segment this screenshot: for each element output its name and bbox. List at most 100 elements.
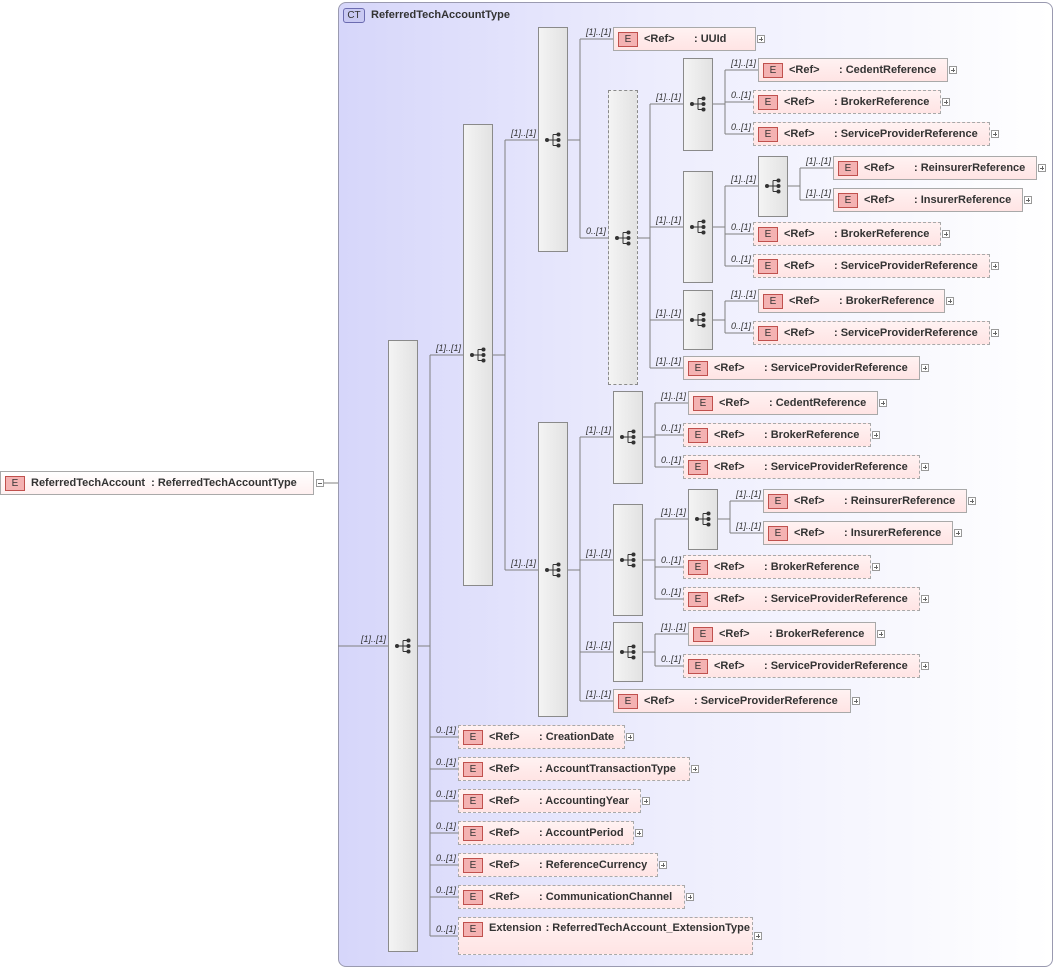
expand-icon[interactable] <box>921 463 929 471</box>
element-service-provider-6[interactable]: E<Ref>: ServiceProviderReference <box>683 587 920 611</box>
element-type-label: : ServiceProviderReference <box>834 128 978 140</box>
expand-icon[interactable] <box>921 595 929 603</box>
element-type-label: : BrokerReference <box>764 561 860 573</box>
element-uuid[interactable]: E<Ref>: UUId <box>613 27 756 51</box>
element-reinsurer-2[interactable]: E<Ref>: ReinsurerReference <box>763 489 967 513</box>
expand-icon[interactable] <box>879 399 887 407</box>
expand-icon[interactable] <box>942 98 950 106</box>
element-creation-date[interactable]: E<Ref>: CreationDate <box>458 725 625 749</box>
expand-icon[interactable] <box>1038 164 1046 172</box>
expand-icon[interactable] <box>872 563 880 571</box>
expand-icon[interactable] <box>757 35 765 43</box>
cardinality-label: 0..[1] <box>731 90 752 100</box>
expand-icon[interactable] <box>991 262 999 270</box>
expand-icon[interactable] <box>659 861 667 869</box>
element-account-period[interactable]: E<Ref>: AccountPeriod <box>458 821 634 845</box>
element-type-label: : CedentReference <box>769 397 867 409</box>
element-ref-label: <Ref> <box>714 362 745 374</box>
element-ref-label: <Ref> <box>489 763 520 775</box>
element-service-provider-2[interactable]: E<Ref>: ServiceProviderReference <box>753 254 990 278</box>
expand-icon[interactable] <box>1024 196 1032 204</box>
expand-icon[interactable] <box>872 431 880 439</box>
element-service-provider-8[interactable]: E<Ref>: ServiceProviderReference <box>613 689 851 713</box>
cardinality-label: [1]..[1] <box>731 174 757 184</box>
root-element-type: : ReferredTechAccountType <box>151 477 297 489</box>
element-broker-1[interactable]: E<Ref>: BrokerReference <box>753 90 941 114</box>
element-badge-icon: E <box>758 226 778 242</box>
element-badge-icon: E <box>763 293 783 309</box>
element-broker-3[interactable]: E<Ref>: BrokerReference <box>758 289 945 313</box>
cardinality-label: 0..[1] <box>661 654 682 664</box>
element-badge-icon: E <box>758 258 778 274</box>
sequence-icon <box>620 644 636 660</box>
expand-icon[interactable] <box>877 630 885 638</box>
expand-icon[interactable] <box>852 697 860 705</box>
cardinality-label: 0..[1] <box>731 321 752 331</box>
cardinality-label: [1]..[1] <box>361 634 387 644</box>
element-type-label: : ServiceProviderReference <box>694 695 838 707</box>
element-accounting-year[interactable]: E<Ref>: AccountingYear <box>458 789 641 813</box>
element-broker-6[interactable]: E<Ref>: BrokerReference <box>688 622 876 646</box>
cardinality-label: 0..[1] <box>436 885 457 895</box>
element-insurer-1[interactable]: E<Ref>: InsurerReference <box>833 188 1023 212</box>
element-ref-label: <Ref> <box>644 695 675 707</box>
element-ref-label: <Ref> <box>789 295 820 307</box>
cardinality-label: [1]..[1] <box>806 188 832 198</box>
element-service-provider-3[interactable]: E<Ref>: ServiceProviderReference <box>753 321 990 345</box>
expand-icon[interactable] <box>991 130 999 138</box>
cardinality-label: 0..[1] <box>661 455 682 465</box>
cardinality-label: 0..[1] <box>436 924 457 934</box>
expand-icon[interactable] <box>642 797 650 805</box>
expand-icon[interactable] <box>754 932 762 940</box>
element-badge-icon: E <box>463 889 483 905</box>
element-badge-icon: E <box>688 559 708 575</box>
element-broker-4[interactable]: E<Ref>: BrokerReference <box>683 423 871 447</box>
element-ref-label: <Ref> <box>644 33 675 45</box>
element-reference-currency[interactable]: E<Ref>: ReferenceCurrency <box>458 853 658 877</box>
element-insurer-2[interactable]: E<Ref>: InsurerReference <box>763 521 953 545</box>
expand-icon[interactable] <box>691 765 699 773</box>
element-cedent-2[interactable]: E<Ref>: CedentReference <box>688 391 878 415</box>
cardinality-label: 0..[1] <box>731 222 752 232</box>
element-ref-label: <Ref> <box>714 561 745 573</box>
element-ref-label: <Ref> <box>784 128 815 140</box>
element-badge-icon: E <box>693 395 713 411</box>
element-account-transaction-type[interactable]: E<Ref>: AccountTransactionType <box>458 757 690 781</box>
expand-icon[interactable] <box>686 893 694 901</box>
expand-icon[interactable] <box>921 662 929 670</box>
element-broker-5[interactable]: E <Ref> : BrokerReference <box>683 555 871 579</box>
cardinality-label: [1]..[1] <box>656 92 682 102</box>
element-cedent-1[interactable]: E<Ref>: CedentReference <box>758 58 948 82</box>
element-badge-icon: E <box>693 626 713 642</box>
collapse-icon[interactable] <box>316 479 324 487</box>
cardinality-label: [1]..[1] <box>586 640 612 650</box>
expand-icon[interactable] <box>921 364 929 372</box>
cardinality-label: 0..[1] <box>436 789 457 799</box>
element-communication-channel[interactable]: E<Ref>: CommunicationChannel <box>458 885 685 909</box>
expand-icon[interactable] <box>949 66 957 74</box>
cardinality-label: [1]..[1] <box>656 308 682 318</box>
seq-a2-c2-sequence[interactable] <box>613 504 643 616</box>
expand-icon[interactable] <box>626 733 634 741</box>
element-service-provider-4[interactable]: E<Ref>: ServiceProviderReference <box>683 356 920 380</box>
cardinality-label: [1]..[1] <box>511 128 537 138</box>
sequence-icon <box>620 429 636 445</box>
cardinality-label: [1]..[1] <box>806 156 832 166</box>
cardinality-label: [1]..[1] <box>736 489 762 499</box>
expand-icon[interactable] <box>954 529 962 537</box>
sequence-icon <box>620 552 636 568</box>
expand-icon[interactable] <box>991 329 999 337</box>
element-broker-2[interactable]: E<Ref>: BrokerReference <box>753 222 941 246</box>
expand-icon[interactable] <box>946 297 954 305</box>
expand-icon[interactable] <box>942 230 950 238</box>
element-badge-icon: E <box>463 857 483 873</box>
element-type-label: : ServiceProviderReference <box>764 461 908 473</box>
element-reinsurer-1[interactable]: E<Ref>: ReinsurerReference <box>833 156 1037 180</box>
expand-icon[interactable] <box>968 497 976 505</box>
element-service-provider-1[interactable]: E<Ref>: ServiceProviderReference <box>753 122 990 146</box>
expand-icon[interactable] <box>635 829 643 837</box>
element-service-provider-5[interactable]: E<Ref>: ServiceProviderReference <box>683 455 920 479</box>
element-service-provider-7[interactable]: E<Ref>: ServiceProviderReference <box>683 654 920 678</box>
